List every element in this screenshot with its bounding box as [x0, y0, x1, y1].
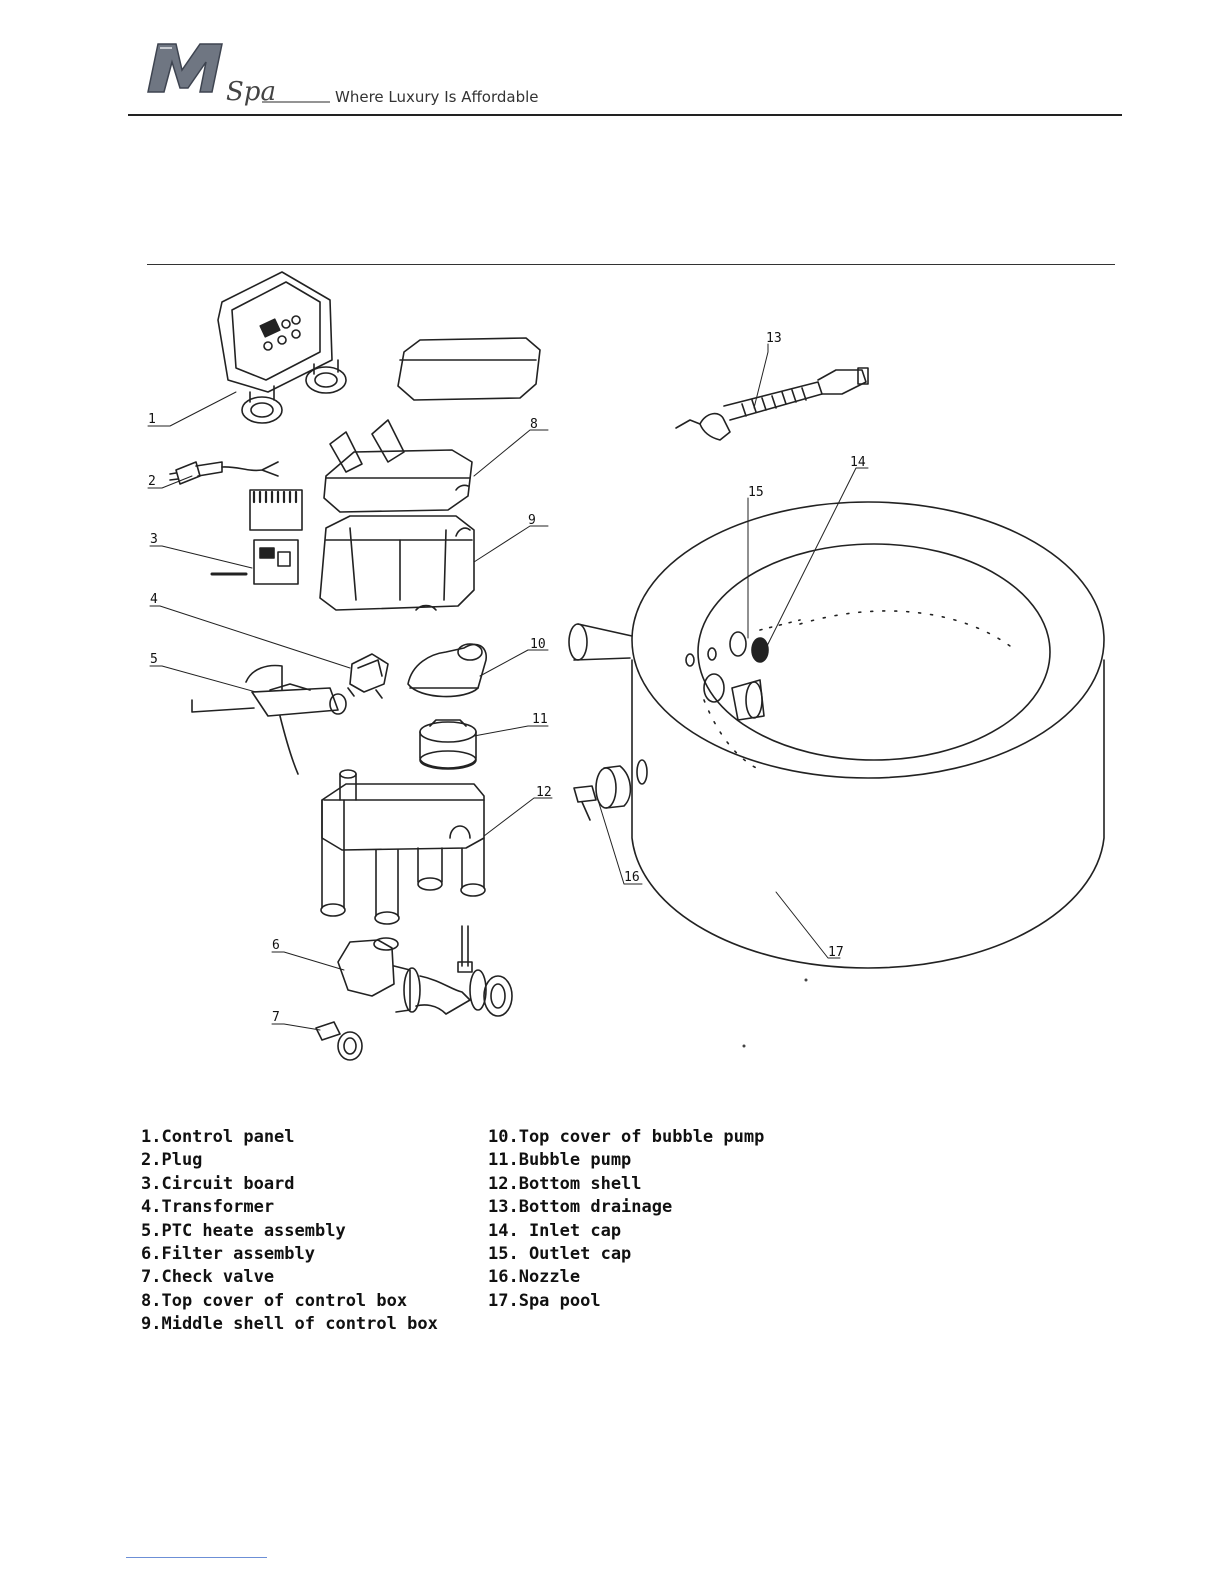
parts-legend-column-1: 1.Control panel 2.Plug 3.Circuit board 4… — [141, 1126, 438, 1337]
part-lid — [397, 337, 541, 401]
legend-item: 2.Plug — [141, 1150, 203, 1171]
legend-item: 1.Control panel — [141, 1127, 295, 1147]
legend-item: 9.Middle shell of control box — [141, 1314, 438, 1335]
callout-8: 8 — [530, 417, 538, 432]
legend-item: 6.Filter assembly — [141, 1244, 315, 1265]
part-check-valve — [315, 1021, 363, 1061]
callout-11: 11 — [532, 712, 548, 727]
callout-13: 13 — [766, 331, 782, 346]
callout-12: 12 — [536, 785, 552, 800]
legend-item: 13.Bottom drainage — [488, 1197, 673, 1218]
exploded-parts-diagram: 1 2 3 4 5 6 7 8 9 10 11 12 13 14 15 16 1… — [147, 271, 1105, 1061]
legend-item: 8.Top cover of control box — [141, 1290, 408, 1311]
part-plug — [169, 461, 279, 485]
footer-line — [126, 1557, 267, 1558]
part-filter-assembly — [337, 925, 513, 1017]
callout-9: 9 — [528, 513, 536, 528]
mspa-logo: Spa — [147, 43, 330, 107]
legend-item: 15. Outlet cap — [488, 1244, 632, 1265]
callout-4: 4 — [150, 592, 158, 607]
callout-15: 15 — [748, 485, 764, 500]
callout-10: 10 — [530, 637, 546, 652]
callout-2: 2 — [148, 474, 156, 489]
legend-item: 7.Check valve — [141, 1267, 275, 1288]
part-bubble-pump — [419, 719, 477, 770]
legend-item: 14. Inlet cap — [488, 1220, 622, 1241]
legend-item: 4.Transformer — [141, 1197, 275, 1218]
part-transformer — [347, 653, 389, 699]
legend-item: 11.Bubble pump — [488, 1150, 632, 1171]
legend-item: 12.Bottom shell — [488, 1173, 642, 1194]
callout-7: 7 — [272, 1010, 280, 1025]
part-ptc-heater — [191, 664, 347, 775]
tagline: Where Luxury Is Affordable — [335, 88, 539, 106]
part-spa-pool — [568, 501, 1105, 969]
legend-item: 16.Nozzle — [488, 1267, 581, 1288]
section-divider — [147, 264, 1115, 265]
legend-item: 10.Top cover of bubble pump — [488, 1127, 765, 1147]
callout-1: 1 — [148, 412, 156, 427]
header-divider — [128, 114, 1122, 116]
part-nozzle — [573, 765, 632, 821]
callout-numbers: 1 2 3 4 5 6 7 8 9 10 11 12 13 14 15 16 1… — [148, 331, 866, 1025]
part-bottom-shell — [320, 769, 486, 925]
callout-6: 6 — [272, 938, 280, 953]
callout-5: 5 — [150, 652, 158, 667]
callout-17: 17 — [828, 945, 844, 960]
legend-item: 17.Spa pool — [488, 1290, 601, 1311]
part-bottom-drainage — [675, 367, 869, 441]
part-circuit-board — [210, 489, 303, 585]
callout-leaders — [147, 343, 869, 1031]
part-control-box-middle-shell — [319, 515, 475, 611]
part-bubble-pump-top-cover — [407, 643, 487, 698]
legend-item: 5.PTC heate assembly — [141, 1220, 346, 1241]
callout-3: 3 — [150, 532, 158, 547]
callout-14: 14 — [850, 455, 866, 470]
part-control-box-top-cover — [323, 419, 473, 513]
page-header: Spa Where Luxury Is Affordable — [128, 22, 1122, 118]
part-control-panel — [217, 271, 347, 424]
legend-item: 3.Circuit board — [141, 1173, 295, 1194]
parts-legend-column-2: 10.Top cover of bubble pump 11.Bubble pu… — [488, 1126, 764, 1313]
callout-16: 16 — [624, 870, 640, 885]
